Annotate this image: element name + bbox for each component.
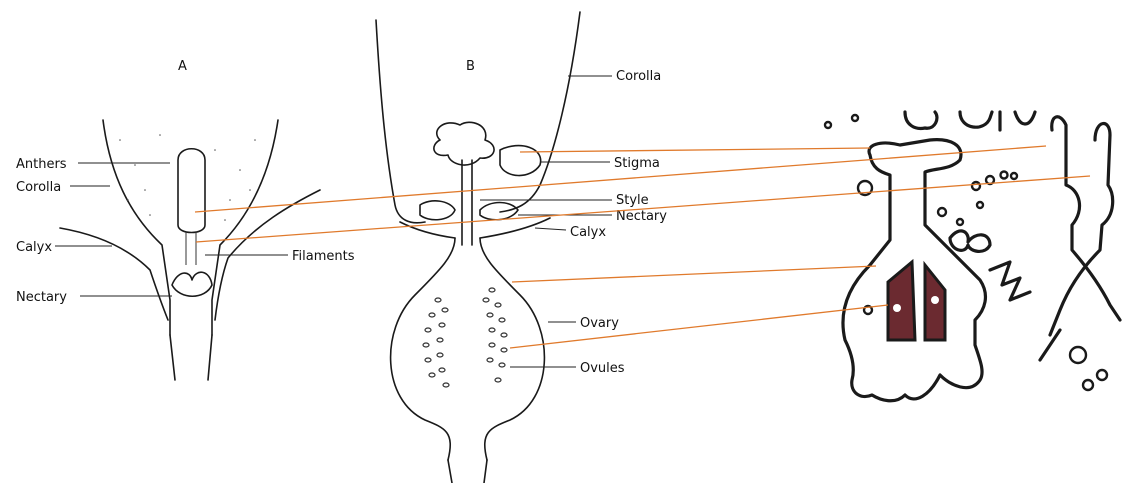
glyph-zigzag [990,262,1030,300]
connector-ovary [512,266,876,282]
leader-calyx-b [535,228,566,230]
panel-b-stigma [434,122,494,165]
label-ovary: Ovary [580,316,619,331]
panel-a-filaments [186,232,196,265]
label-stigma: Stigma [614,156,660,171]
panel-a-anther [178,149,205,233]
label-nectary-b: Nectary [616,209,667,224]
label-anthers: Anthers [16,157,67,172]
panel-a-title: A [178,59,187,74]
panel-a-stem [170,335,212,380]
glyph-bow-shape [950,231,990,252]
glyph-top-fragment [905,112,1035,130]
panel-b-nectary [420,201,518,220]
panel-b-ovary [391,238,545,460]
label-nectary-a: Nectary [16,290,67,305]
panel-b-title: B [466,59,475,74]
glyph-flower-figure [843,140,985,401]
panel-b-stigma-lobe [500,146,541,176]
panel-a-nectary [172,272,212,296]
panel-a-corolla-outline [103,120,278,335]
glyph-left-dot [893,304,901,312]
panel-a-stipple [119,134,256,221]
label-style: Style [616,193,649,208]
panel-a: A Anthers Corolla Calyx Filaments [16,59,355,380]
label-calyx-a: Calyx [16,240,52,255]
label-corolla-b: Corolla [616,69,661,84]
panel-b-corolla [376,12,580,223]
panel-b-stem [448,460,487,483]
label-corolla-a: Corolla [16,180,61,195]
label-filaments: Filaments [292,249,355,264]
connector-ovules [510,305,888,348]
label-ovules: Ovules [580,361,625,376]
panel-a-calyx-left [60,228,168,320]
petroglyph-panel [825,112,1120,401]
panel-b-ovules [423,288,507,387]
panel-b: B Corol [376,12,667,483]
glyph-x-figure [1040,117,1120,360]
label-calyx-b: Calyx [570,225,606,240]
connector-stigma [520,148,870,152]
glyph-right-dot [931,296,939,304]
panel-b-style [462,160,472,245]
glyph-left-chamber [888,262,915,340]
